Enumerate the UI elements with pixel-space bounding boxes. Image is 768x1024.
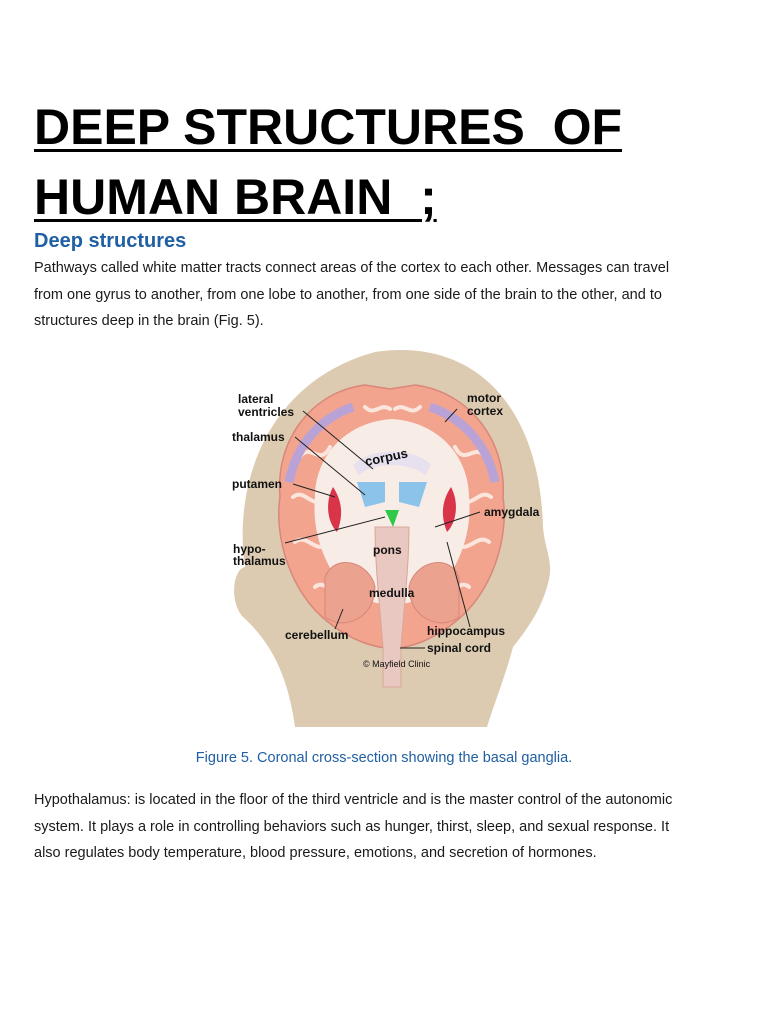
label-ventricles: ventricles bbox=[238, 405, 294, 419]
page-title-line-1: DEEP STRUCTURES OF bbox=[34, 99, 623, 155]
label-pons: pons bbox=[373, 543, 402, 557]
hypothalamus-shape bbox=[385, 510, 399, 527]
brain-figure: lateral ventricles motor cortex thalamus… bbox=[225, 347, 555, 727]
label-motor: motor bbox=[467, 391, 501, 405]
cerebellum-shape bbox=[324, 562, 376, 624]
motor-cortex-band bbox=[428, 402, 500, 483]
figure-caption: Figure 5. Coronal cross-section showing … bbox=[195, 750, 573, 766]
label-thalamus: thalamus bbox=[232, 430, 285, 444]
label-medulla: medulla bbox=[369, 586, 415, 600]
label-cortex: cortex bbox=[467, 404, 503, 418]
section-heading: Deep structures bbox=[34, 230, 187, 252]
page-title: DEEP STRUCTURES OF HUMAN BRAIN ; bbox=[34, 92, 734, 232]
label-lateral: lateral bbox=[238, 392, 273, 406]
label-hypo: hypo- bbox=[233, 542, 266, 556]
label-putamen: putamen bbox=[232, 477, 282, 491]
intro-paragraph: Pathways called white matter tracts conn… bbox=[34, 260, 670, 330]
putamen-shape bbox=[328, 487, 342, 532]
hypothalamus-paragraph: Hypothalamus: is located in the floor of… bbox=[34, 792, 673, 862]
corpus-callosum bbox=[353, 451, 431, 475]
figure-credit: © Mayfield Clinic bbox=[363, 659, 431, 669]
brainstem bbox=[374, 526, 410, 688]
page-title-line-2: HUMAN BRAIN ; bbox=[34, 169, 437, 225]
label-hippocampus: hippocampus bbox=[427, 624, 505, 638]
brain-illustration: lateral ventricles motor cortex thalamus… bbox=[232, 349, 551, 727]
label-amygdala: amygdala bbox=[484, 505, 540, 519]
lateral-ventricles bbox=[357, 482, 385, 507]
label-cerebellum: cerebellum bbox=[285, 628, 348, 642]
label-thalamus-2: thalamus bbox=[233, 554, 286, 568]
leader-lines bbox=[284, 408, 481, 649]
label-spinal-cord: spinal cord bbox=[427, 641, 491, 655]
